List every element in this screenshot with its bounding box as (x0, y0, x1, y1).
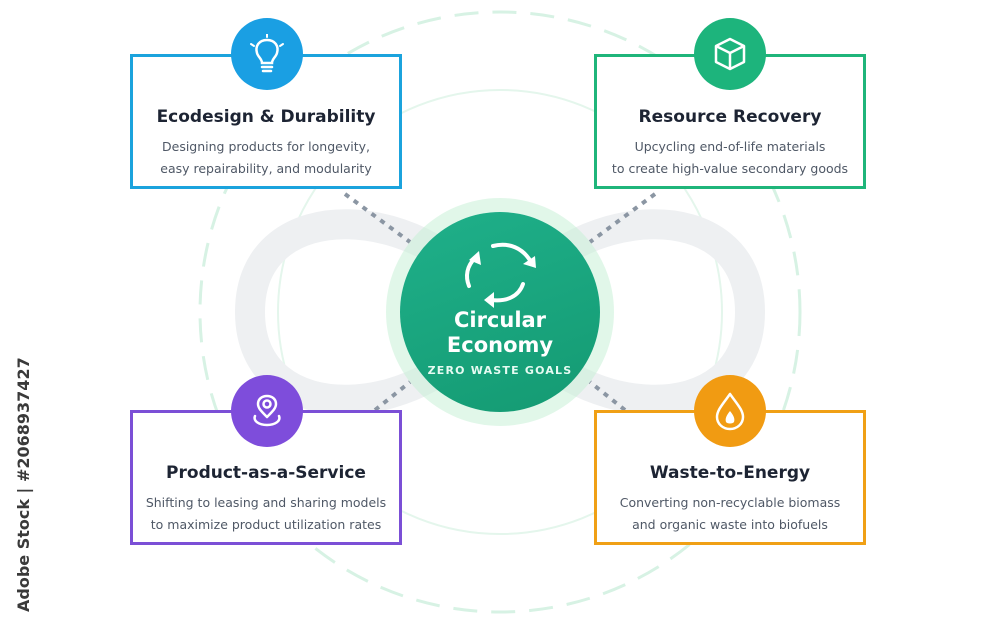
card-title: Waste-to-Energy (649, 463, 811, 483)
cube-icon (694, 18, 766, 90)
connector-service (373, 380, 412, 412)
card-title: Ecodesign & Durability (156, 107, 376, 127)
connector-energy (588, 380, 627, 412)
card-description: Designing products for longevity, easy r… (160, 139, 372, 176)
card-title: Resource Recovery (638, 107, 822, 127)
connector-recovery (588, 192, 657, 244)
inner-thin-ring (277, 89, 723, 535)
card-waste-to-energy: Waste-to-Energy Converting non-recyclabl… (594, 410, 866, 545)
stock-watermark: Adobe Stock | #2068937427 (14, 357, 33, 612)
card-description: Upcycling end-of-life materials to creat… (611, 139, 849, 176)
outer-dashed-ring (198, 10, 802, 614)
lightbulb-icon (231, 18, 303, 90)
connector-ecodesign (343, 192, 412, 244)
card-title: Product-as-a-Service (166, 463, 366, 483)
card-description: Converting non-recyclable biomass and or… (619, 495, 841, 532)
card-description: Shifting to leasing and sharing models t… (145, 495, 387, 532)
location-pin-icon (231, 375, 303, 447)
flame-drop-icon (694, 375, 766, 447)
card-ecodesign: Ecodesign & Durability Designing product… (130, 54, 402, 189)
hub-subtitle: ZERO WASTE GOALS (427, 364, 573, 377)
hub-title: Circular Economy (446, 308, 554, 357)
recycle-arrows-icon (465, 242, 536, 308)
circular-economy-hub: Circular Economy ZERO WASTE GOALS (400, 212, 600, 412)
